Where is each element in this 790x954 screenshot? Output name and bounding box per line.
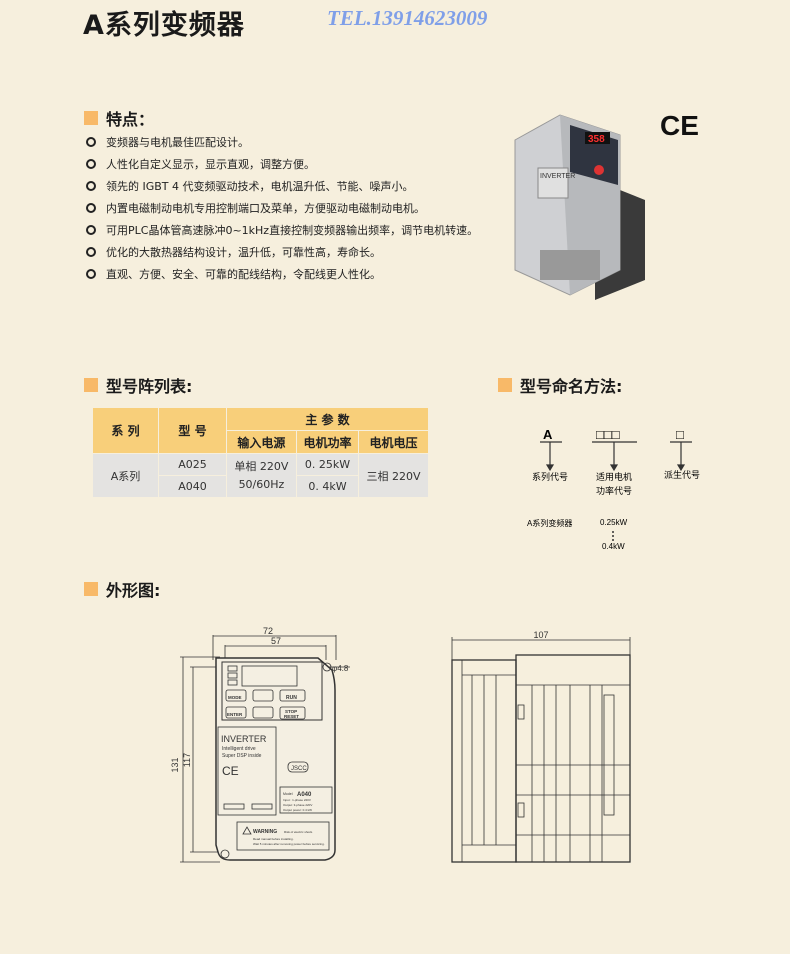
feature-text: 人性化自定义显示，显示直观，调整方便。 <box>106 158 315 171</box>
naming-heading: 型号命名方法: <box>498 373 622 397</box>
cell-model: A040 <box>158 475 227 498</box>
dim-width-57: 57 <box>271 636 281 646</box>
warning-text: Wait 5 minutes after removing power befo… <box>253 842 325 846</box>
feature-item: 优化的大散热器结构设计，温升低，可靠性高，寿命长。 <box>86 244 381 260</box>
ce-mark: CE <box>222 764 239 778</box>
power-code-boxes: □□□ <box>596 427 620 442</box>
spec-input: Input : 1-phase 220V <box>283 798 311 802</box>
key-enter: ENTER <box>227 712 243 717</box>
key-run: RUN <box>286 695 297 701</box>
label-line2: Super DSP inside <box>222 753 262 759</box>
feature-text: 可用PLC晶体管高速脉冲0~1kHz直接控制变频器输出频率，调节电机转速。 <box>106 224 479 237</box>
brand-logo: JSCC <box>291 766 307 772</box>
spec-power: Output power: 0.4 kW <box>283 808 312 812</box>
display-readout: 358 <box>588 134 605 145</box>
input-line: 单相 220V <box>234 459 289 473</box>
square-bullet-icon <box>84 111 98 125</box>
derivative-code-label: 派生代号 <box>664 469 700 480</box>
header-input: 输入电源 <box>226 430 297 454</box>
cell-model: A025 <box>158 453 227 476</box>
label-line1: Intelligent drive <box>222 746 256 752</box>
feature-text: 优化的大散热器结构设计，温升低，可靠性高，寿命长。 <box>106 246 381 259</box>
header-power: 电机功率 <box>295 430 360 454</box>
square-bullet-icon <box>498 378 512 392</box>
circle-bullet-icon <box>86 247 96 257</box>
heading-text: 型号命名方法: <box>520 377 623 396</box>
feature-text: 领先的 IGBT 4 代变频驱动技术，电机温升低、节能、噪声小。 <box>106 180 414 193</box>
spec-output: Output: 3-phase 220V <box>283 803 312 807</box>
dim-depth-107: 107 <box>533 630 548 640</box>
naming-diagram: A □□□ □ 系列代号 适用电机 功率代号 派生代号 A系列变频器 0.25k… <box>527 427 700 551</box>
derivative-code-box: □ <box>676 427 684 442</box>
circle-bullet-icon <box>86 181 96 191</box>
cell-power: 0. 4kW <box>295 475 360 498</box>
circle-bullet-icon <box>86 225 96 235</box>
feature-item: 内置电磁制动电机专用控制端口及菜单，方便驱动电磁制动电机。 <box>86 200 425 216</box>
outline-heading: 外形图: <box>84 577 160 601</box>
product-photo: 358 INVERTER CE <box>514 110 699 300</box>
cell-input: 单相 220V 50/60Hz <box>226 453 297 498</box>
header-voltage: 电机电压 <box>358 430 429 454</box>
example-power-max: 0.4kW <box>602 542 625 551</box>
example-series: A系列变频器 <box>527 518 572 528</box>
model-value: A040 <box>297 792 312 798</box>
cell-voltage: 三相 220V <box>358 453 429 498</box>
dim-height-117: 117 <box>182 753 192 767</box>
model-table-heading: 型号阵列表: <box>84 373 192 397</box>
dim-height-131: 131 <box>170 757 180 772</box>
circle-bullet-icon <box>86 137 96 147</box>
feature-item: 人性化自定义显示，显示直观，调整方便。 <box>86 156 315 172</box>
cell-power: 0. 25kW <box>295 453 360 476</box>
circle-bullet-icon <box>86 203 96 213</box>
key-reset: RESET <box>284 714 299 719</box>
power-code-label: 适用电机 <box>596 471 632 482</box>
product-brand: INVERTER <box>540 173 575 180</box>
warning-text: Read manual before installing. <box>253 837 294 841</box>
key-mode: MODE <box>228 695 242 700</box>
cell-series: A系列 <box>92 453 159 498</box>
circle-bullet-icon <box>86 269 96 279</box>
feature-item: 可用PLC晶体管高速脉冲0~1kHz直接控制变频器输出频率，调节电机转速。 <box>86 222 478 238</box>
feature-item: 领先的 IGBT 4 代变频驱动技术，电机温升低、节能、噪声小。 <box>86 178 414 194</box>
header-series: 系 列 <box>92 407 159 454</box>
features-heading: 特点： <box>84 106 154 130</box>
feature-item: 变频器与电机最佳匹配设计。 <box>86 134 249 150</box>
circle-bullet-icon <box>86 159 96 169</box>
feature-text: 内置电磁制动电机专用控制端口及菜单，方便驱动电磁制动电机。 <box>106 202 425 215</box>
key-stop: STOP <box>285 709 297 714</box>
header-model: 型 号 <box>158 407 227 454</box>
feature-text: 变频器与电机最佳匹配设计。 <box>106 136 249 149</box>
ce-mark: CE <box>660 110 699 141</box>
warning-title: WARNING <box>253 829 277 835</box>
label-inverter: INVERTER <box>221 734 267 744</box>
power-code-label: 功率代号 <box>596 485 632 496</box>
dim-hole: φ4.8 <box>332 664 349 673</box>
dim-width-72: 72 <box>263 626 273 636</box>
heading-text: 特点： <box>106 110 155 129</box>
table-row: A040 0. 4kW <box>93 475 429 498</box>
feature-text: 直观、方便、安全、可靠的配线结构，令配线更人性化。 <box>106 268 381 281</box>
front-view-drawing: 72 57 φ4.8 131 117 MODE ENTER RUN STOP R… <box>170 626 350 863</box>
series-code-label: 系列代号 <box>532 471 568 482</box>
input-line: 50/60Hz <box>238 477 285 491</box>
square-bullet-icon <box>84 582 98 596</box>
feature-item: 直观、方便、安全、可靠的配线结构，令配线更人性化。 <box>86 266 381 282</box>
series-code: A <box>543 427 553 442</box>
header-main-params: 主 参 数 <box>226 407 429 431</box>
heading-text: 外形图: <box>106 581 161 600</box>
example-power-min: 0.25kW <box>600 518 628 527</box>
page-title: A系列变频器 <box>83 10 245 41</box>
telephone: TEL.13914623009 <box>327 6 488 30</box>
side-view-drawing: 107 <box>451 630 631 863</box>
warning-text: Risk of electric shock. <box>284 830 313 834</box>
heading-text: 型号阵列表: <box>106 377 193 396</box>
square-bullet-icon <box>84 378 98 392</box>
model-label: Model <box>283 792 293 796</box>
